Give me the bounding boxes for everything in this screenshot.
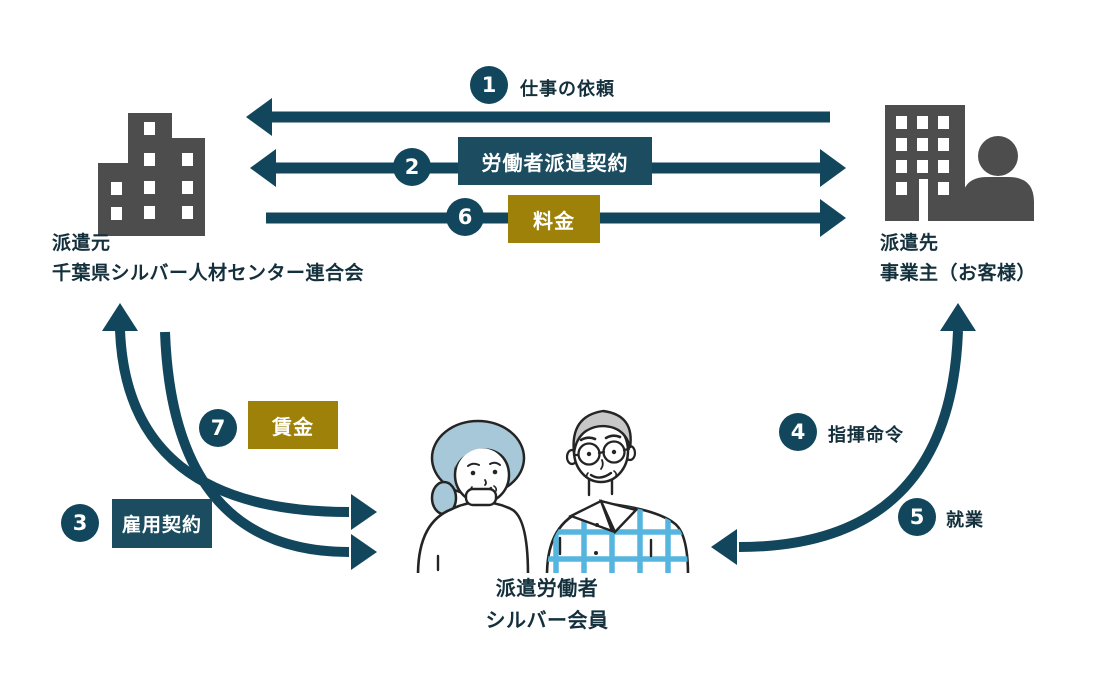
dispatch-destination-label: 派遣先 事業主（お客様）: [880, 228, 1036, 288]
arrow-wages: [160, 331, 377, 570]
workers-label: 派遣労働者 シルバー会員: [397, 572, 697, 636]
wages-label-box: 賃金: [248, 401, 338, 449]
dispatch-source-subtitle: 千葉県シルバー人材センター連合会: [52, 262, 365, 284]
elderly-woman-figure: [416, 419, 530, 573]
dispatch-destination-title: 派遣先: [880, 232, 939, 254]
office-building-icon: [98, 113, 205, 236]
arrow-employment-contract: [102, 303, 377, 530]
work-label: 就業: [946, 510, 984, 531]
flow-number-1: 1: [470, 66, 508, 104]
employment-contract-label-box: 雇用契約: [112, 499, 212, 548]
direction-label: 指揮命令: [828, 425, 904, 446]
elderly-man-figure: [545, 409, 690, 573]
flow-number-4: 4: [779, 413, 817, 451]
arrow-job-request: [246, 98, 830, 136]
flow-number-6: 6: [446, 198, 484, 236]
arrow-direction-work: [711, 303, 976, 565]
flow-number-5: 5: [898, 498, 936, 536]
workers-subtitle: シルバー会員: [485, 608, 609, 632]
flow-number-7: 7: [199, 409, 237, 447]
flow-number-3: 3: [61, 504, 99, 542]
dispatch-contract-label-box: 労働者派遣契約: [458, 137, 652, 185]
elderly-couple-illustration: [416, 409, 690, 573]
dispatch-destination-subtitle: 事業主（お客様）: [880, 262, 1037, 284]
person-silhouette-icon: [962, 136, 1034, 221]
job-request-label: 仕事の依頼: [520, 79, 615, 100]
dispatch-source-title: 派遣元: [52, 232, 111, 254]
office-building-with-person-icon: [885, 105, 1034, 221]
flow-number-2: 2: [393, 148, 431, 186]
fee-label-box: 料金: [508, 195, 600, 243]
workers-title: 派遣労働者: [495, 576, 599, 600]
dispatch-source-label: 派遣元 千葉県シルバー人材センター連合会: [52, 228, 364, 288]
